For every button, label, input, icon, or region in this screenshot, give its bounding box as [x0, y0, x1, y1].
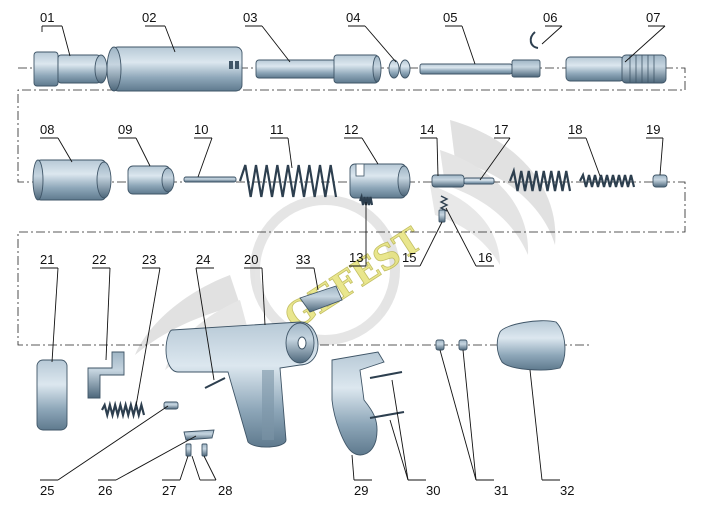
leader-lines	[40, 25, 666, 481]
part-04-rings	[388, 59, 411, 79]
part-10-needle-pin	[183, 176, 237, 183]
label-25: 25	[40, 483, 54, 498]
label-07: 07	[646, 10, 660, 25]
label-16: 16	[478, 250, 492, 265]
part-15-pin-screw	[438, 209, 446, 223]
label-04: 04	[346, 10, 360, 25]
part-03-sleeve	[255, 54, 382, 84]
label-11: 11	[270, 122, 284, 137]
part-23-trigger-spring	[101, 400, 146, 420]
part-20-main-body-housing	[165, 321, 319, 448]
label-33: 33	[296, 252, 310, 267]
part-24-trigger-pin	[204, 377, 226, 389]
watermark-text: GEFEST	[278, 220, 430, 338]
label-21: 21	[40, 252, 54, 267]
part-33-bracket	[299, 285, 343, 313]
label-19: 19	[646, 122, 660, 137]
part-08-bushing	[32, 159, 112, 201]
label-30: 30	[426, 483, 440, 498]
part-17-spring	[508, 166, 572, 192]
part-07-adapter	[565, 54, 667, 84]
label-05: 05	[443, 10, 457, 25]
part-09-collar	[127, 165, 175, 195]
part-28-screw	[201, 443, 208, 457]
label-08: 08	[40, 122, 54, 137]
part-31-bushings	[435, 339, 468, 351]
part-26-plate	[183, 429, 215, 441]
part-19-nut	[652, 174, 668, 188]
label-02: 02	[142, 10, 156, 25]
part-01-nozzle-coupling	[33, 51, 108, 87]
part-16-spring-piece	[439, 195, 449, 212]
part-11-main-spring	[238, 164, 338, 198]
label-23: 23	[142, 252, 156, 267]
part-05-piston-rod	[419, 59, 541, 78]
label-22: 22	[92, 252, 106, 267]
label-26: 26	[98, 483, 112, 498]
part-21-grip-cap	[36, 359, 68, 431]
part-06-retaining-clip	[529, 31, 539, 49]
label-29: 29	[354, 483, 368, 498]
label-20: 20	[244, 252, 258, 267]
part-14-firing-pin	[431, 174, 495, 188]
label-13: 13	[349, 250, 363, 265]
label-17: 17	[494, 122, 508, 137]
part-27-screw	[185, 443, 192, 457]
label-14: 14	[420, 122, 434, 137]
part-number-labels: 01 02 03 04 05 06 07 08 09 10 11 12 14 1…	[40, 10, 660, 498]
part-02-barrel-tube	[106, 46, 243, 92]
label-10: 10	[194, 122, 208, 137]
part-32-muzzle-cap	[496, 320, 566, 371]
label-01: 01	[40, 10, 54, 25]
label-31: 31	[494, 483, 508, 498]
part-29-side-grip-panel	[331, 351, 385, 456]
label-32: 32	[560, 483, 574, 498]
part-25-latch	[163, 401, 179, 410]
label-06: 06	[543, 10, 557, 25]
part-30-grip-screws	[369, 371, 405, 419]
label-12: 12	[344, 122, 358, 137]
label-28: 28	[218, 483, 232, 498]
label-18: 18	[568, 122, 582, 137]
label-03: 03	[243, 10, 257, 25]
part-12-slotted-sleeve	[349, 163, 411, 199]
label-24: 24	[196, 252, 210, 267]
label-27: 27	[162, 483, 176, 498]
label-09: 09	[118, 122, 132, 137]
part-18-spring	[579, 171, 636, 188]
part-22-lever-bracket	[87, 351, 125, 399]
label-15: 15	[402, 250, 416, 265]
